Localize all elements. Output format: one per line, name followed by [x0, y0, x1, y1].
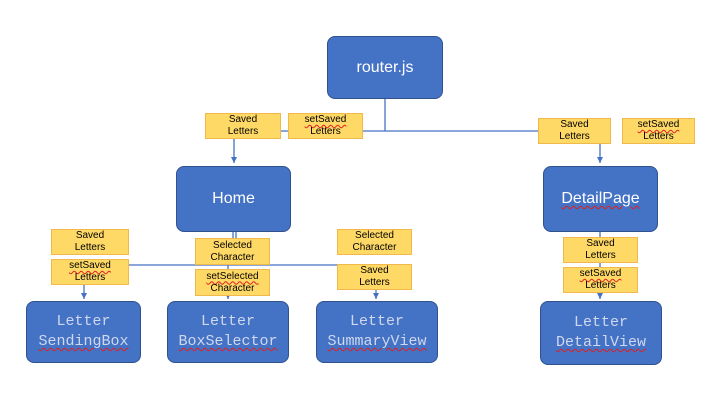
prop-label-line: Saved — [75, 230, 105, 241]
prop-label-line: Letters — [227, 126, 259, 137]
prop-label-set-saved-letters: setSaved Letters — [51, 259, 129, 285]
letter-summary-view-line-1: Letter — [349, 313, 404, 330]
letter-detail-view-line-2: DetailView — [555, 334, 646, 351]
letter-detail-view-node: Letter DetailView — [540, 301, 662, 365]
prop-label-line: Letters — [585, 250, 616, 261]
prop-label-line: setSaved — [579, 268, 622, 279]
prop-label-set-selected-character: setSelected Character — [195, 269, 270, 296]
prop-label-set-saved-letters: setSaved Letters — [288, 113, 363, 139]
prop-label-line: Letters — [359, 277, 390, 288]
home-node: Home — [176, 166, 291, 232]
letter-box-selector-node: Letter BoxSelector — [167, 301, 289, 363]
prop-label-line: Letters — [74, 242, 106, 253]
letter-summary-view-node: Letter SummaryView — [316, 301, 438, 363]
prop-label-selected-character: Selected Character — [337, 229, 412, 255]
prop-label-line: Letters — [74, 272, 106, 283]
prop-label-set-saved-letters: setSaved Letters — [622, 118, 695, 144]
prop-label-line: Saved — [560, 119, 589, 130]
prop-label-saved-letters: Saved Letters — [51, 229, 129, 255]
prop-label-line: Selected — [355, 230, 394, 241]
prop-label-saved-letters: Saved Letters — [337, 264, 412, 290]
letter-sending-box-node: Letter SendingBox — [26, 301, 141, 363]
prop-label-saved-letters: Saved Letters — [563, 237, 638, 263]
prop-label-line: Letters — [643, 131, 674, 142]
prop-label-line: Selected — [213, 239, 252, 251]
prop-label-line: setSelected — [206, 270, 259, 282]
prop-label-saved-letters: Saved Letters — [538, 118, 611, 144]
letter-box-selector-line-2: BoxSelector — [178, 333, 278, 350]
router-node-label: router.js — [356, 58, 414, 76]
prop-label-line: Character — [210, 251, 255, 263]
letter-summary-view-line-2: SummaryView — [327, 333, 427, 350]
prop-label-line: setSaved — [637, 119, 680, 130]
letter-sending-box-line-1: Letter — [56, 313, 111, 330]
detail-page-node: DetailPage — [543, 166, 658, 232]
home-node-label: Home — [212, 190, 255, 207]
router-node: router.js — [327, 36, 443, 99]
prop-label-line: setSaved — [304, 114, 347, 125]
prop-label-line: Character — [210, 282, 255, 294]
prop-label-saved-letters: Saved Letters — [205, 113, 281, 139]
prop-label-line: Saved — [360, 265, 389, 276]
prop-label-line: Character — [352, 242, 397, 253]
letter-box-selector-line-1: Letter — [200, 313, 255, 330]
letter-detail-view-line-1: Letter — [573, 314, 628, 331]
prop-label-set-saved-letters: setSaved Letters — [563, 267, 638, 293]
prop-label-line: Letters — [559, 131, 590, 142]
prop-label-selected-character: Selected Character — [195, 238, 270, 265]
letter-sending-box-line-2: SendingBox — [38, 333, 129, 350]
prop-label-line: Saved — [586, 238, 615, 249]
detail-page-node-label: DetailPage — [561, 190, 640, 207]
prop-label-line: setSaved — [69, 260, 111, 271]
prop-label-line: Letters — [585, 280, 616, 291]
prop-label-line: Letters — [310, 126, 341, 137]
prop-label-line: Saved — [228, 114, 258, 125]
